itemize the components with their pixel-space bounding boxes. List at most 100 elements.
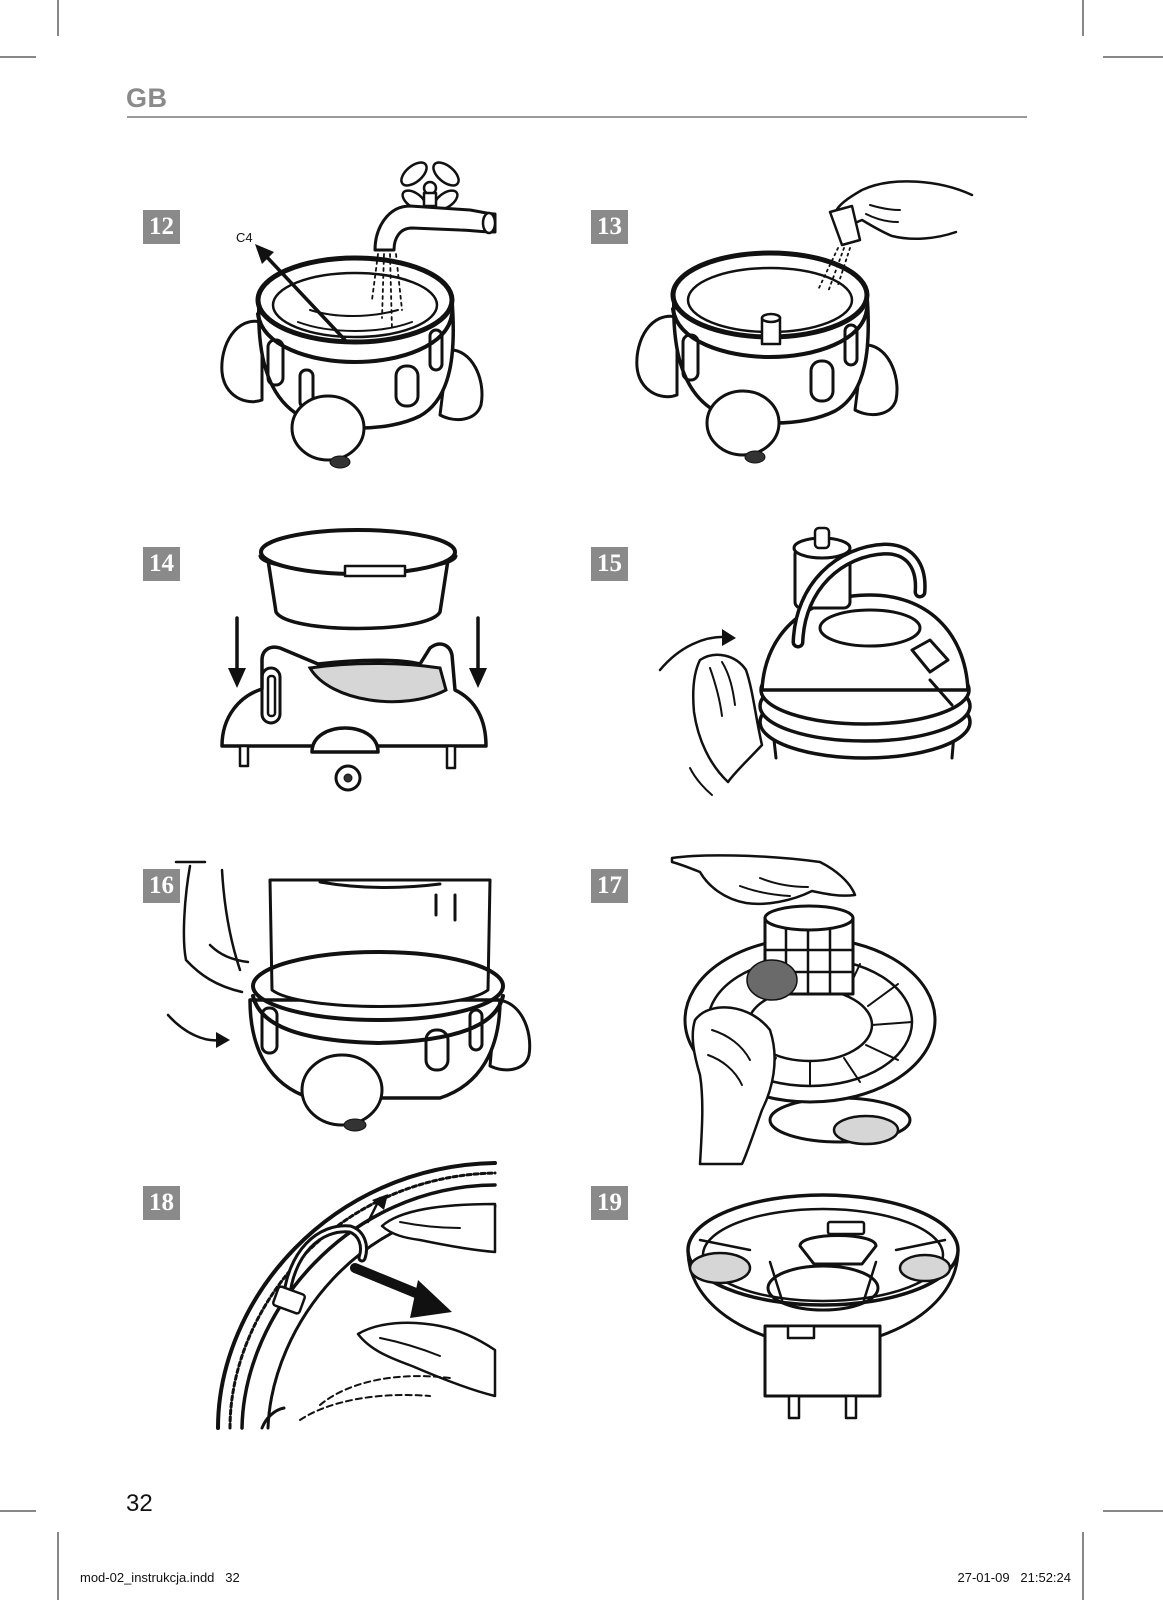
front-wheel [300, 1053, 384, 1127]
rotate-arrow-head [722, 629, 736, 646]
dome-latch [910, 638, 954, 707]
figure-19-illustration [686, 1193, 960, 1420]
tank-top-rim [255, 255, 455, 345]
hand-holding-disk [691, 1006, 776, 1166]
basket-center-opening [766, 1264, 880, 1312]
basket-leg [844, 1394, 858, 1420]
tank-slot [428, 328, 444, 372]
page-number: 32 [126, 1490, 153, 1517]
basket-left-compartment [688, 1251, 752, 1285]
figure-number-badge: 12 [143, 210, 180, 244]
base-slot-inner [266, 674, 277, 718]
tank-slot [681, 333, 700, 382]
rotate-arrow-shaft [658, 635, 728, 672]
base-slot [424, 1028, 450, 1072]
figure-number-badge: 16 [143, 869, 180, 903]
footer-file-name: mod-02_instrukcja.indd 32 [80, 1570, 240, 1585]
footer-timestamp: 27-01-09 21:52:24 [957, 1570, 1071, 1585]
base-foot [445, 744, 457, 770]
base-lower-rim [251, 994, 505, 1045]
left-caster [220, 319, 264, 404]
hand-finger-lines [739, 877, 809, 897]
direction-arrow-head [255, 244, 274, 264]
hand-finger-lines [707, 1029, 751, 1086]
spoke [865, 1044, 899, 1061]
left-caster [635, 314, 679, 399]
basket-partitions [698, 1238, 947, 1302]
figure-number-badge: 18 [143, 1186, 180, 1220]
tap-stem [422, 191, 438, 208]
hand-finger-lines [709, 661, 736, 717]
figure-16-illustration [166, 860, 532, 1132]
basket-lower-box [763, 1324, 882, 1398]
base-foot [238, 744, 250, 768]
tank-cylinder-top-edge [318, 880, 442, 890]
tank-cylinder [268, 878, 492, 1008]
base-slot [260, 666, 282, 725]
direction-arrow-shaft [263, 253, 347, 342]
base-rim [251, 950, 505, 1022]
hose-bracket-inner [284, 1227, 365, 1304]
tap-pipe-end [481, 211, 497, 235]
powder-cup [828, 204, 862, 247]
powder-stream [817, 247, 851, 293]
lower-disk-knob [832, 1114, 900, 1146]
hand-finger-lines [399, 1221, 461, 1229]
figure-14-illustration [220, 528, 488, 792]
figure-number-badge: 19 [591, 1186, 628, 1220]
rotate-arrow-shaft [166, 1013, 222, 1042]
basket-bracket-tab [826, 1220, 866, 1236]
tank-inner-rim [271, 271, 439, 339]
front-wheel [705, 389, 781, 457]
pull-arrow-head [410, 1280, 452, 1318]
power-cord [689, 767, 713, 796]
basket-right-compartment [898, 1253, 952, 1283]
filter-material [746, 959, 798, 1001]
base-cavity [307, 662, 448, 704]
bracket-clip [272, 1285, 306, 1315]
bowl-bottom-edge [260, 1406, 286, 1430]
water-tap [373, 161, 497, 252]
figure-number-badge: 17 [591, 869, 628, 903]
spoke [871, 1021, 913, 1026]
water-stream [371, 253, 403, 331]
wheel-axle [744, 450, 766, 464]
spoke [843, 1057, 861, 1083]
header-rule [127, 116, 1027, 118]
base-wheel-hub [343, 773, 353, 783]
figure-18-illustration [216, 1161, 497, 1430]
tank-slot [843, 323, 859, 367]
figure-13-illustration [635, 180, 974, 464]
basket-top-bracket [798, 1234, 878, 1266]
figure-15-illustration [658, 526, 972, 796]
basket-lower-tab [786, 1324, 816, 1340]
small-up-arrow-head [372, 1194, 388, 1210]
basket-leg [787, 1394, 801, 1420]
rotate-arrow-head [216, 1032, 230, 1048]
figure-number-badge: 13 [591, 210, 628, 244]
tap-spout [373, 204, 497, 252]
base-wheel-housing [310, 726, 380, 754]
bowl-bottom-texture [299, 1375, 451, 1421]
front-wheel [290, 394, 366, 462]
dome-top-plate [818, 608, 922, 648]
hand-finger-lines [865, 204, 901, 223]
motor-post [813, 526, 831, 550]
figure-12-illustration: C4 [220, 161, 497, 469]
figure-17-illustration [670, 854, 937, 1166]
wheel-axle [329, 455, 351, 469]
base-slot [260, 1006, 279, 1055]
filter-container-tab [343, 564, 407, 578]
tank-slot [809, 359, 835, 403]
tank-clip [434, 893, 457, 922]
base-slot [468, 1008, 484, 1052]
hand-on-clamp [174, 860, 250, 994]
bowl-outer-rim [216, 1161, 497, 1430]
hand-on-latch [692, 653, 764, 784]
spoke [867, 983, 899, 1007]
tank-slot [266, 338, 285, 387]
down-arrow-right-head [469, 668, 487, 688]
